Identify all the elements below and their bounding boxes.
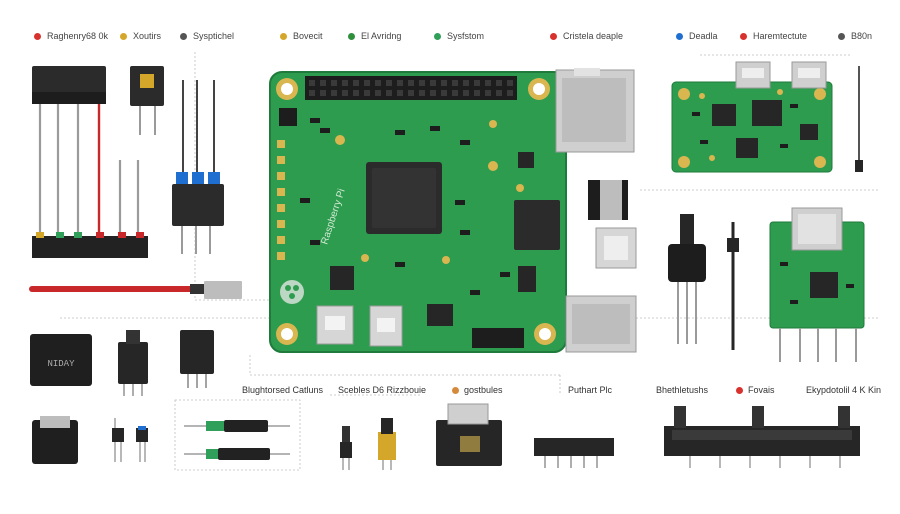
caption-label: Bhethletushs — [656, 385, 709, 395]
legend-marker — [180, 32, 187, 40]
legend-item: Sysfstom — [434, 30, 484, 42]
hat-board — [671, 61, 833, 173]
legend-item: Raghenry68 0k — [34, 30, 108, 42]
caption-item: Puthart Plc — [568, 384, 612, 396]
legend-item: Deadla — [676, 30, 718, 42]
legend-item: Cristela deaple — [550, 30, 623, 42]
legend-label: Sysptichel — [193, 31, 235, 41]
ribbon-connector — [664, 406, 860, 468]
caption-label: Blughtorsed Catluns — [242, 385, 324, 395]
legend-label: El Avridng — [361, 31, 402, 41]
legend-marker — [550, 32, 557, 40]
pin-header-module — [32, 66, 148, 258]
caption-item: Ekypdotolil 4 K Kin — [806, 384, 881, 396]
caption-item: Bhethletushs — [656, 384, 708, 396]
pin-strip — [534, 438, 614, 468]
legend-marker — [34, 32, 41, 40]
legend-label: Bovecit — [293, 31, 323, 41]
legend-item: Bovecit — [280, 30, 323, 42]
diode-black — [112, 418, 124, 462]
black-module: NIDAY — [30, 334, 92, 386]
legend-marker — [120, 32, 127, 40]
legend-item: Sysptichel — [180, 30, 234, 42]
resistor-dark — [184, 448, 290, 460]
caption-item: gostbules — [452, 384, 503, 396]
caption-label: gostbules — [464, 385, 503, 395]
red-cable — [29, 281, 242, 299]
usb-socket — [32, 416, 78, 464]
sensor-board — [769, 207, 865, 362]
small-relay — [118, 330, 148, 396]
caption-label: Ekypdotolil 4 K Kin — [806, 385, 882, 395]
caption-label: Fovais — [748, 385, 775, 395]
legend-item: El Avridng — [348, 30, 401, 42]
caption-item: Blughtorsed Catluns — [242, 384, 323, 396]
legend-label: Sysfstom — [447, 31, 485, 41]
legend-label: Xoutirs — [133, 31, 162, 41]
caption-marker — [452, 386, 459, 394]
legend-marker — [434, 32, 441, 40]
legend-label: Cristela deaple — [563, 31, 624, 41]
voltage-regulator — [180, 330, 214, 388]
legend-label: Haremtectute — [753, 31, 808, 41]
diode-blue — [136, 426, 148, 462]
legend-marker — [280, 32, 287, 40]
chip-marking: NIDAY — [47, 359, 75, 369]
barrel-connector — [668, 214, 706, 344]
small-switch — [340, 426, 352, 470]
legend-label: B80n — [851, 31, 873, 41]
caption-marker — [736, 386, 743, 394]
caption-label: Scebles D6 Rizzbouie — [338, 385, 427, 395]
legend-label: Raghenry68 0k — [47, 31, 109, 41]
camera-module — [436, 403, 502, 466]
legend-item: Xoutirs — [120, 30, 161, 42]
legend-marker — [348, 32, 355, 40]
tall-pin-connector — [727, 222, 739, 350]
caption-item: Fovais — [736, 384, 775, 396]
legend-item: Haremtectute — [740, 30, 807, 42]
legend-marker — [838, 32, 845, 40]
legend-item: B80n — [838, 30, 872, 42]
caption-item: Scebles D6 Rizzbouie — [338, 384, 426, 396]
legend-marker — [740, 32, 747, 40]
single-pin — [855, 66, 863, 172]
caption-label: Puthart Plc — [568, 385, 613, 395]
legend-label: Deadla — [689, 31, 718, 41]
main-board: Raspberry Pi — [269, 68, 637, 353]
legend-marker — [676, 32, 683, 40]
jumper-connector — [130, 66, 164, 135]
resistor-green — [184, 420, 290, 432]
blue-pin-connector — [172, 80, 224, 254]
crystal-oscillator — [378, 418, 396, 470]
